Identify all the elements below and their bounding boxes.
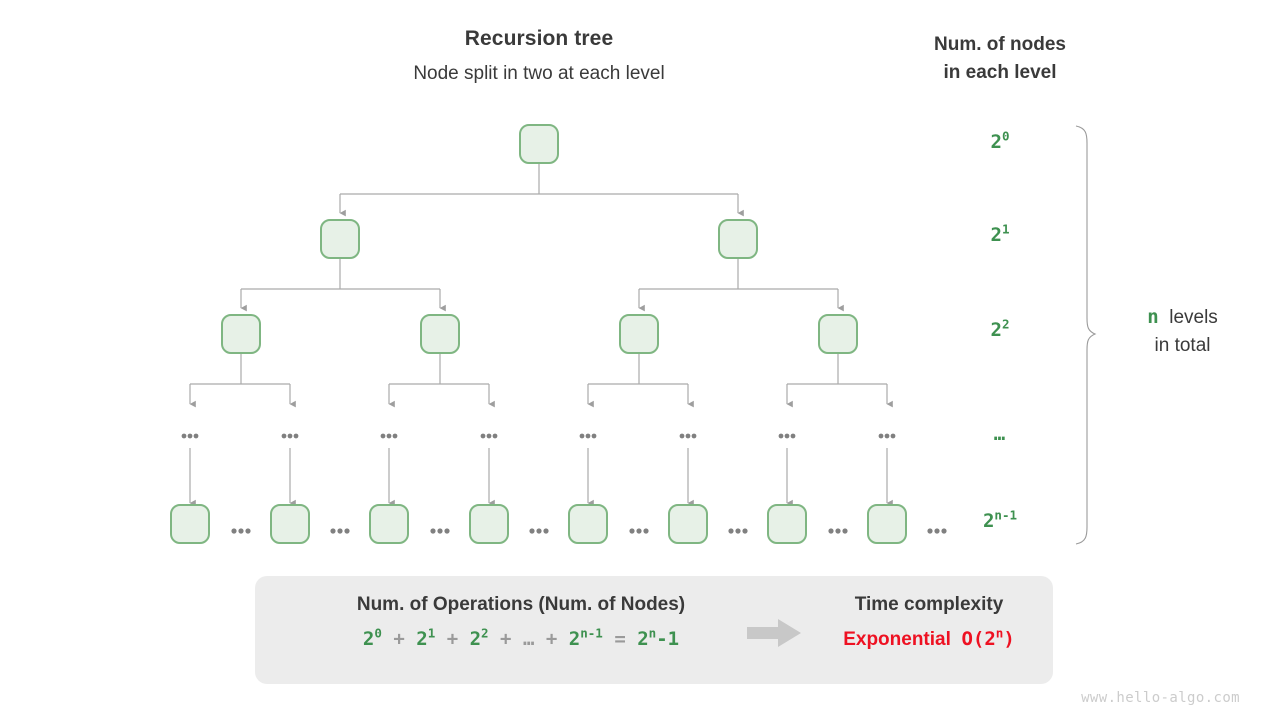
formula-term-2: 22: [469, 625, 489, 650]
tree-edges: [189, 163, 893, 507]
tree-ellipsis: [629, 528, 649, 534]
operations-block: Num. of Operations (Num. of Nodes) 20 + …: [271, 590, 771, 652]
tree-ellipsis: [579, 433, 597, 439]
operations-title: Num. of Operations (Num. of Nodes): [356, 594, 686, 615]
tree-node: [320, 219, 360, 259]
levels-total-word: levels: [1169, 307, 1218, 328]
column-heading-line1: Num. of nodes: [934, 34, 1066, 55]
page-subtitle: Node split in two at each level: [413, 63, 665, 84]
complexity-notation: O(2n): [961, 625, 1015, 650]
level-count-ellipsis: …: [993, 423, 1007, 445]
levels-total-variable: n: [1147, 306, 1159, 328]
complexity-title: Time complexity: [854, 594, 1004, 615]
tree-node: [619, 314, 659, 354]
tree-ellipsis: [778, 433, 796, 439]
operations-formula: 20 + 21 + 22 + … + 2n-1 = 2n-1: [271, 626, 771, 652]
tree-ellipsis: [828, 528, 848, 534]
formula-term-3: 2n-1: [568, 625, 603, 650]
formula-result-exp: n: [648, 625, 657, 641]
formula-term-0: 20: [362, 625, 382, 650]
tree-ellipsis: [380, 433, 398, 439]
tree-ellipsis-row: [181, 433, 896, 439]
tree-ellipsis: [679, 433, 697, 439]
tree-node: [568, 504, 608, 544]
tree-node: [818, 314, 858, 354]
level-count-0: 20: [990, 128, 1010, 153]
formula-exp-1: 1: [427, 625, 436, 641]
column-heading-line2: in each level: [943, 62, 1057, 83]
tree-ellipsis: [231, 528, 251, 534]
tree-ellipsis: [181, 433, 199, 439]
complexity-notation-base: O(2: [961, 628, 996, 650]
tree-node: [668, 504, 708, 544]
complexity-notation-tail: ): [1003, 628, 1015, 650]
complexity-notation-exp: n: [995, 625, 1004, 641]
tree-node: [718, 219, 758, 259]
formula-result-base: 2: [637, 628, 649, 650]
tree-node: [469, 504, 509, 544]
watermark: www.hello-algo.com: [1081, 690, 1240, 706]
bottom-row-separators: [231, 528, 947, 534]
level-exponent-1: 1: [1001, 221, 1010, 237]
tree-ellipsis: [430, 528, 450, 534]
formula-term-1: 21: [416, 625, 436, 650]
tree-ellipsis: [878, 433, 896, 439]
tree-node: [170, 504, 210, 544]
formula-ellipsis: …: [522, 628, 535, 650]
tree-ellipsis: [480, 433, 498, 439]
level-count-1: 21: [990, 221, 1010, 246]
tree-ellipsis: [330, 528, 350, 534]
tree-nodes: [170, 124, 907, 544]
formula-plus-3: +: [545, 628, 558, 650]
tree-node: [221, 314, 261, 354]
formula-plus-1: +: [446, 628, 459, 650]
complexity-value: Exponential O(2n): [815, 626, 1043, 653]
complexity-block: Time complexity Exponential O(2n): [815, 590, 1043, 653]
tree-ellipsis: [927, 528, 947, 534]
formula-exp-2: 2: [481, 625, 489, 641]
page-title: Recursion tree: [464, 27, 614, 50]
tree-node: [767, 504, 807, 544]
tree-node: [867, 504, 907, 544]
tree-ellipsis: [281, 433, 299, 439]
tree-node: [369, 504, 409, 544]
formula-plus-0: +: [393, 628, 405, 650]
formula-result: 2n-1: [637, 625, 680, 650]
tree-node: [420, 314, 460, 354]
formula-result-tail: -1: [656, 628, 680, 650]
column-heading: Num. of nodes in each level: [900, 31, 1100, 87]
right-arrow-icon: [747, 619, 801, 647]
level-exponent-last: n-1: [994, 507, 1018, 523]
level-exponent-2: 2: [1001, 316, 1010, 332]
formula-plus-2: +: [500, 628, 512, 650]
levels-total-label: n levels in total: [1100, 303, 1265, 360]
complexity-word: Exponential: [843, 629, 951, 650]
tree-node: [519, 124, 559, 164]
levels-brace: [1075, 125, 1097, 545]
tree-ellipsis: [529, 528, 549, 534]
tree-ellipsis: [728, 528, 748, 534]
level-count-2: 22: [990, 316, 1010, 341]
formula-exp-3: n-1: [580, 625, 603, 641]
tree-node: [270, 504, 310, 544]
formula-equals: =: [614, 628, 626, 650]
summary-panel: Num. of Operations (Num. of Nodes) 20 + …: [255, 576, 1053, 684]
level-count-last: 2n-1: [982, 507, 1018, 532]
formula-exp-0: 0: [374, 625, 382, 641]
level-exponent-0: 0: [1001, 128, 1010, 144]
levels-total-line2: in total: [1154, 335, 1211, 356]
